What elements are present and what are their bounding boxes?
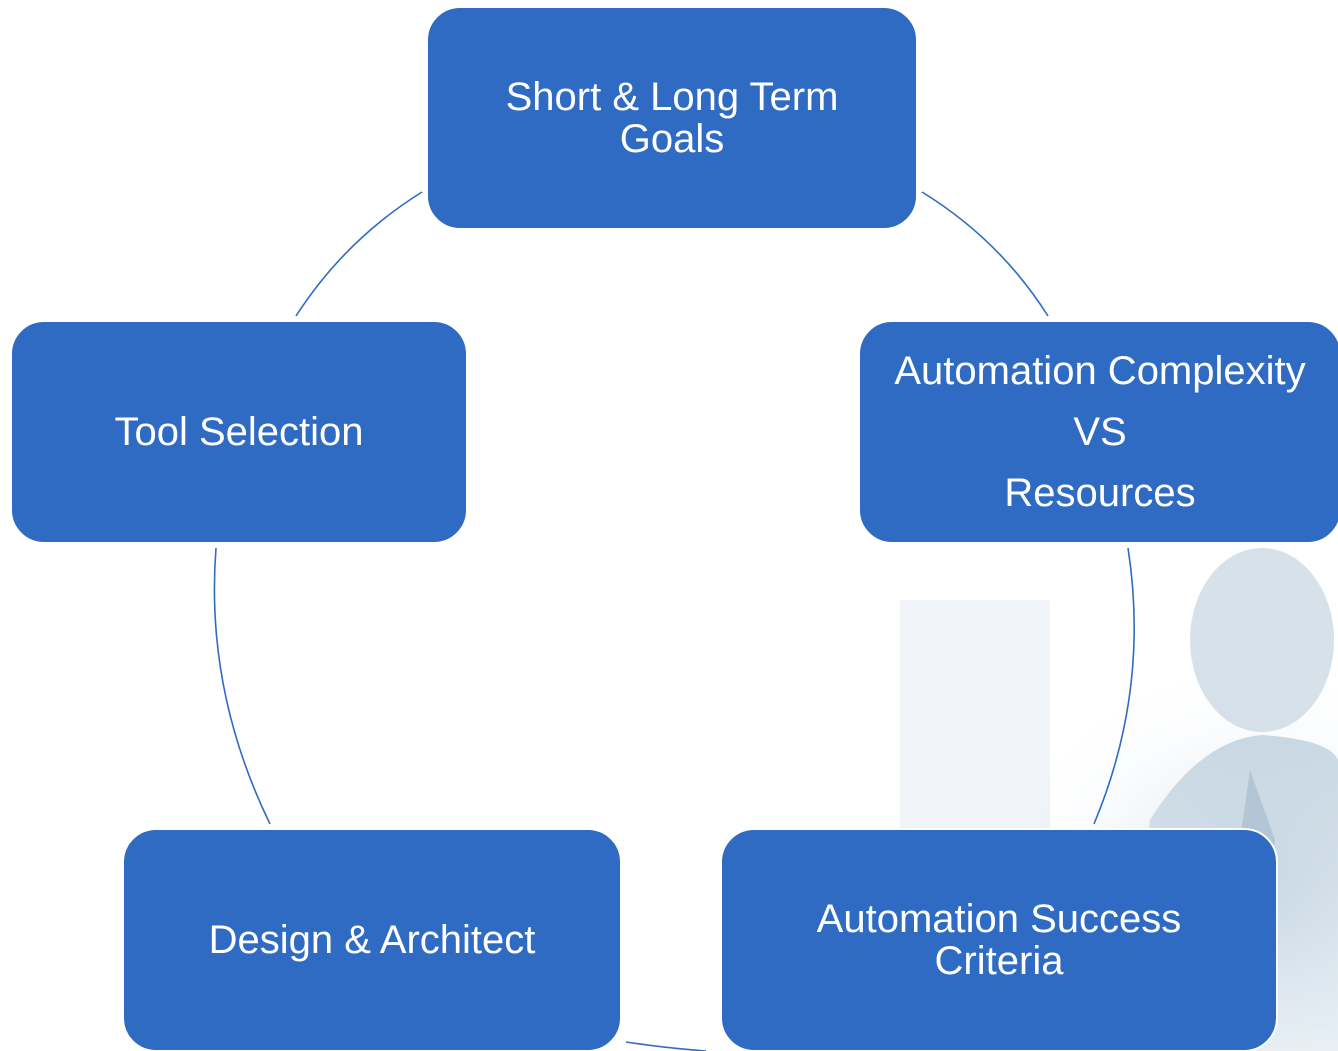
node-label-line: Criteria — [934, 939, 1064, 983]
node-label-line: Resources — [1004, 470, 1196, 515]
node-label-line: Automation Success — [816, 897, 1182, 941]
connector-complexity-to-success — [1093, 547, 1135, 825]
connector-goals-to-complexity — [921, 191, 1049, 317]
node-automation-success-criteria: Automation Success Criteria — [720, 828, 1278, 1051]
node-label-line: Automation Complexity — [894, 348, 1306, 393]
connector-design-to-tool — [213, 547, 271, 825]
connector-success-to-design — [625, 1041, 707, 1051]
node-label-line: Design & Architect — [208, 918, 536, 962]
node-automation-complexity-vs-resources: Automation Complexity VS Resources — [858, 320, 1338, 544]
connector-tool-to-goals — [295, 191, 423, 317]
node-label-line: VS — [1073, 409, 1127, 454]
node-short-long-term-goals: Short & Long Term Goals — [426, 6, 918, 230]
node-design-architect: Design & Architect — [122, 828, 622, 1051]
node-label-line: Goals — [619, 117, 725, 161]
node-label-line: Short & Long Term — [505, 75, 839, 119]
node-label-line: Tool Selection — [114, 410, 364, 454]
node-tool-selection: Tool Selection — [10, 320, 468, 544]
